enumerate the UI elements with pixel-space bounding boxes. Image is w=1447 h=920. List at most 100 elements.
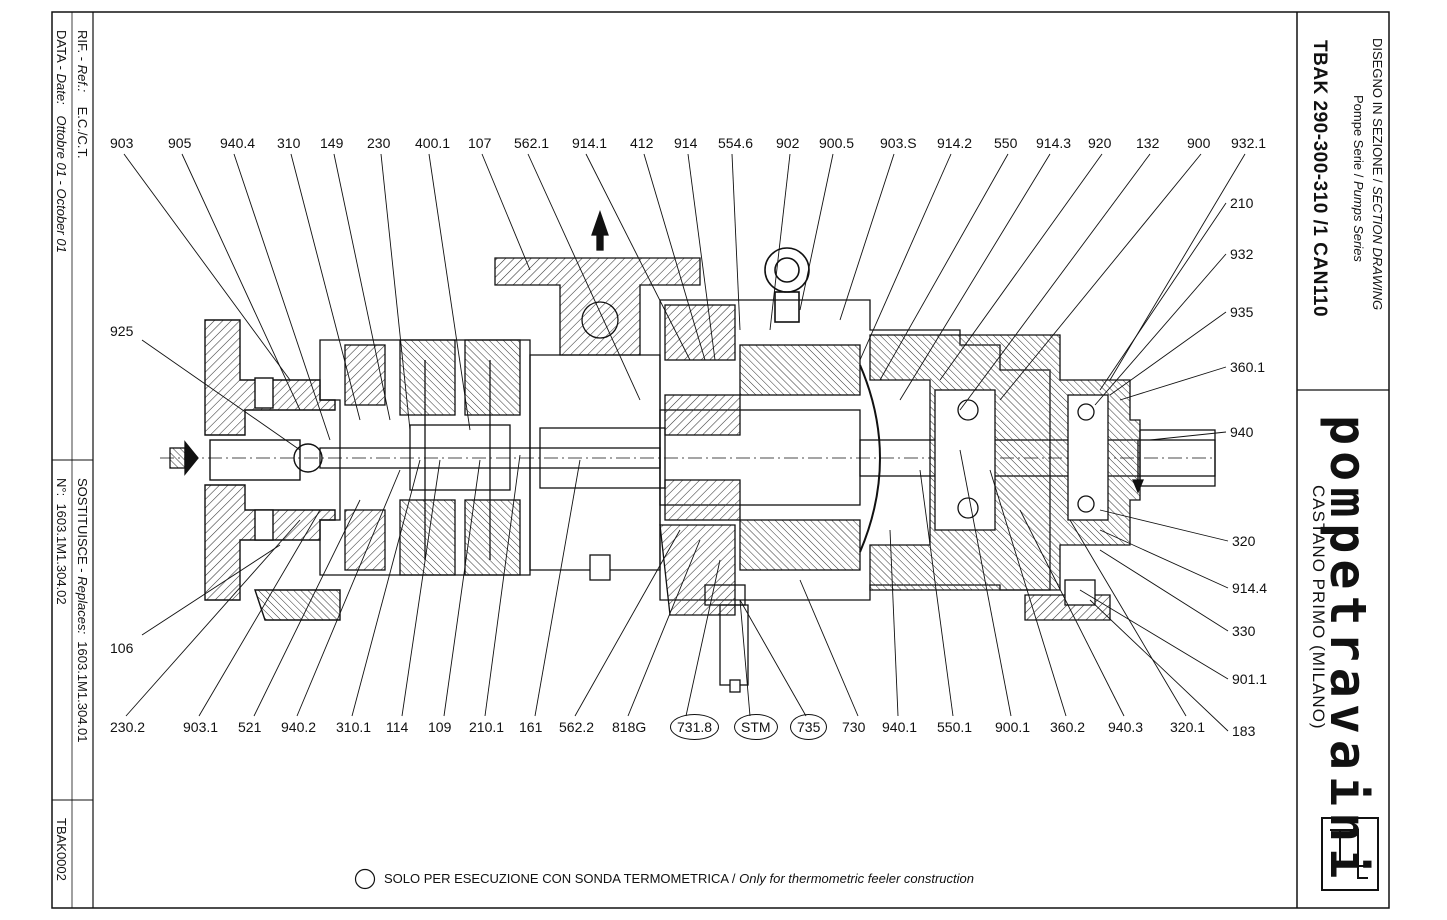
leader-line xyxy=(739,599,807,717)
leader-line xyxy=(1099,549,1229,632)
leader-line xyxy=(527,153,641,401)
leader-line xyxy=(799,579,859,717)
series-line: Pompe Serie / Pumps Series xyxy=(1351,95,1366,262)
part-label-940-4: 940.4 xyxy=(220,135,256,151)
drawing-code: TBAK0002 xyxy=(54,818,69,881)
part-label-901-1: 901.1 xyxy=(1232,671,1268,687)
leader-line xyxy=(839,153,895,321)
part-label-360-2: 360.2 xyxy=(1050,719,1086,735)
part-label-932: 932 xyxy=(1230,246,1254,262)
part-label-320-1: 320.1 xyxy=(1170,719,1206,735)
date-line: DATA - Date: Ottobre 01 - October 01 xyxy=(54,30,69,253)
leader-line xyxy=(643,153,706,361)
leader-line xyxy=(739,599,751,717)
part-label-903: 903 xyxy=(110,135,134,151)
part-label-106: 106 xyxy=(110,640,134,656)
leader-line xyxy=(889,529,899,717)
leader-line xyxy=(141,339,301,451)
leader-line xyxy=(290,153,361,421)
part-label-550: 550 xyxy=(994,135,1018,151)
leader-line xyxy=(799,153,834,311)
replaces-line: SOSTITUISCE - Replaces: 1603.1M1.304.01 xyxy=(75,478,90,743)
leader-line xyxy=(428,153,471,431)
leader-line xyxy=(1099,529,1229,589)
leader-line xyxy=(879,153,1009,381)
part-label-STM: STM xyxy=(734,714,778,740)
part-label-940-3: 940.3 xyxy=(1108,719,1144,735)
leader-line xyxy=(685,559,721,717)
part-label-109: 109 xyxy=(428,719,452,735)
part-label-310-1: 310.1 xyxy=(336,719,372,735)
leader-line xyxy=(233,153,331,441)
leader-line xyxy=(333,153,391,421)
leader-line xyxy=(687,153,716,361)
part-label-902: 902 xyxy=(776,135,800,151)
part-label-183: 183 xyxy=(1232,723,1256,739)
leader-line xyxy=(1094,253,1227,406)
lifting-eye xyxy=(764,247,810,323)
note-circle-icon xyxy=(354,868,376,890)
leader-line xyxy=(296,469,401,717)
leader-line xyxy=(585,153,691,361)
reference-line: RIF. - Ref.: E.C./C.T. xyxy=(75,30,90,159)
part-label-230: 230 xyxy=(367,135,391,151)
leader-line xyxy=(769,153,791,331)
part-label-914-3: 914.3 xyxy=(1036,135,1072,151)
leader-line xyxy=(1119,366,1227,401)
leader-line xyxy=(1099,202,1227,391)
part-label-330: 330 xyxy=(1232,623,1256,639)
heading-line: DISEGNO IN SEZIONE / SECTION DRAWING xyxy=(1370,38,1385,311)
part-label-914: 914 xyxy=(674,135,698,151)
part-label-730: 730 xyxy=(842,719,866,735)
part-label-114: 114 xyxy=(386,719,409,735)
part-label-161: 161 xyxy=(519,719,543,735)
number-line: N°: 1603.1M1.304.02 xyxy=(54,478,69,605)
leader-line xyxy=(1109,311,1227,396)
leader-line xyxy=(481,153,531,271)
part-label-320: 320 xyxy=(1232,533,1256,549)
leader-line xyxy=(1089,599,1229,732)
part-label-562-1: 562.1 xyxy=(514,135,550,151)
part-label-210-1: 210.1 xyxy=(469,719,505,735)
part-label-230-2: 230.2 xyxy=(110,719,146,735)
part-label-900-1: 900.1 xyxy=(995,719,1031,735)
leader-line xyxy=(1069,519,1187,717)
leader-line xyxy=(125,519,301,717)
part-label-550-1: 550.1 xyxy=(937,719,973,735)
leader-line xyxy=(351,459,421,717)
leader-line xyxy=(1149,431,1227,441)
travaini-logo xyxy=(1321,817,1379,891)
leader-line xyxy=(181,153,301,411)
leader-line xyxy=(959,153,1151,411)
bearing-housing xyxy=(869,334,1141,621)
part-label-412: 412 xyxy=(630,135,654,151)
leader-line xyxy=(899,153,1051,401)
model-code: TBAK 290-300-310 /1 CAN110 xyxy=(1309,40,1330,318)
part-label-360-1: 360.1 xyxy=(1230,359,1266,375)
part-label-932-1: 932.1 xyxy=(1231,135,1267,151)
brand-location: CASTANO PRIMO (MILANO) xyxy=(1309,485,1328,730)
leader-line xyxy=(198,509,321,717)
part-label-903-1: 903.1 xyxy=(183,719,219,735)
part-label-210: 210 xyxy=(1230,195,1254,211)
part-label-900-5: 900.5 xyxy=(819,135,855,151)
part-label-940-1: 940.1 xyxy=(882,719,918,735)
part-label-914-4: 914.4 xyxy=(1232,580,1268,596)
part-label-731-8: 731.8 xyxy=(670,714,720,740)
leader-line xyxy=(1079,589,1229,680)
part-label-914-1: 914.1 xyxy=(572,135,608,151)
part-label-562-2: 562.2 xyxy=(559,719,595,735)
part-label-107: 107 xyxy=(468,135,492,151)
leader-line xyxy=(999,153,1202,401)
part-label-900: 900 xyxy=(1187,135,1211,151)
part-label-925: 925 xyxy=(110,323,134,339)
rotation-arrows xyxy=(169,440,1144,494)
part-label-149: 149 xyxy=(320,135,344,151)
part-label-735: 735 xyxy=(790,714,828,740)
part-label-132: 132 xyxy=(1136,135,1160,151)
drawing-frame xyxy=(51,11,1390,909)
leader-line xyxy=(141,544,281,636)
leader-line xyxy=(731,153,741,331)
